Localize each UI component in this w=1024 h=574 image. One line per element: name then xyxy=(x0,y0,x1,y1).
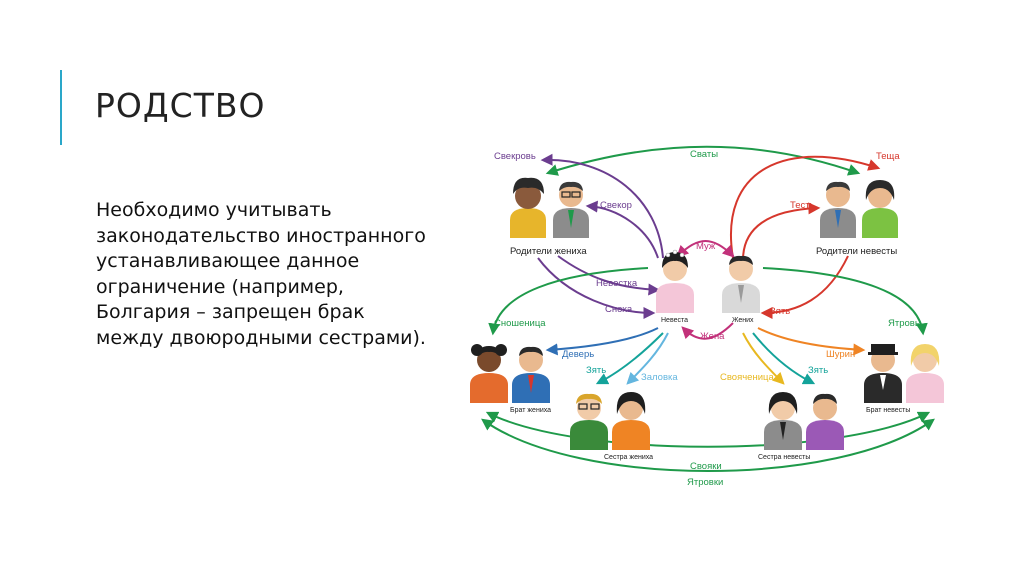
arrow-zyat-left xyxy=(595,332,664,385)
label-svoyaki: Свояки xyxy=(690,461,722,472)
arrow-zhena xyxy=(681,322,734,340)
label-zhena: Жена xyxy=(700,331,725,342)
arrow-nevestka xyxy=(557,255,661,296)
bride-group: Невеста xyxy=(656,249,694,324)
person-icon xyxy=(862,180,898,238)
body-line: Болгария – запрещен брак xyxy=(96,301,365,323)
label-zyat-right: Зять xyxy=(808,365,828,376)
label-svekor: Свекор xyxy=(600,200,632,211)
label-snoshenitsa: Сношеница xyxy=(494,318,546,329)
groom-sister-group: Сестра жениха xyxy=(570,392,653,461)
arrow-yatrovki xyxy=(481,418,935,472)
person-icon xyxy=(820,181,856,238)
slide-body-text: Необходимо учитывать законодательство ин… xyxy=(96,198,446,351)
arrow-svekor xyxy=(585,200,659,259)
person-icon xyxy=(570,393,608,450)
label-zyat-left: Зять xyxy=(586,365,606,376)
label-muzh: Муж xyxy=(696,241,716,252)
arrow-snokha xyxy=(537,257,656,319)
body-line: законодательство иностранного xyxy=(96,224,426,247)
caption-bride: Невеста xyxy=(661,317,688,324)
caption-groom-brother: Брат жениха xyxy=(510,407,551,414)
arrow-zolovka xyxy=(626,332,669,385)
person-icon xyxy=(510,177,546,238)
label-test: Тесть xyxy=(790,200,815,211)
slide-title: РОДСТВО xyxy=(95,86,266,125)
label-svaty: Сваты xyxy=(690,149,718,160)
label-teshcha: Теща xyxy=(876,151,900,162)
arrow-svaty xyxy=(545,145,861,176)
label-snokha: Сноха xyxy=(605,304,633,315)
arrow-zyat-top xyxy=(760,255,849,319)
arrow-teshcha xyxy=(730,155,881,259)
person-icon xyxy=(806,393,844,450)
caption-bride-brother: Брат невесты xyxy=(866,407,910,414)
label-dever: Деверь xyxy=(562,349,594,360)
caption-groom-parents: Родители жениха xyxy=(510,246,587,257)
person-icon xyxy=(470,344,508,403)
kinship-diagram: Свекровь Сваты Теща Свекор Тесть Муж Нев… xyxy=(470,145,944,488)
arrow-zyat-right xyxy=(752,332,816,385)
body-line: между двоюродными сестрами). xyxy=(96,326,426,349)
arrow-dever xyxy=(545,327,659,356)
arrow-snoshenitsa xyxy=(488,267,649,336)
caption-groom-sister: Сестра жениха xyxy=(604,454,653,461)
person-icon xyxy=(553,181,589,238)
title-accent-bar xyxy=(60,70,62,145)
bride-brother-group: Брат невесты xyxy=(864,344,944,414)
caption-bride-sister: Сестра невесты xyxy=(758,454,810,461)
person-icon xyxy=(864,344,902,403)
body-line: ограничение (например, xyxy=(96,275,344,298)
groom-icon xyxy=(722,255,760,313)
person-icon xyxy=(764,392,802,450)
bride-icon xyxy=(656,249,694,313)
arrow-shurin xyxy=(757,327,866,356)
caption-bride-parents: Родители невесты xyxy=(816,246,897,257)
label-yatrov: Ятровь xyxy=(888,318,920,329)
arrow-svekrov xyxy=(540,153,664,259)
arrow-svoyachenitsa xyxy=(742,332,785,385)
label-zolovka: Заловка xyxy=(641,372,678,383)
label-zyat-top: Зять xyxy=(770,306,790,317)
bride-parents-group: Родители невесты xyxy=(816,180,898,257)
label-shurin: Шурин xyxy=(826,349,855,360)
body-line: Необходимо учитывать xyxy=(96,199,332,221)
arrow-test xyxy=(742,202,821,261)
arrow-muzh xyxy=(676,240,735,258)
body-line: устанавливающее данное xyxy=(96,250,360,272)
bride-sister-group: Сестра невесты xyxy=(758,392,844,461)
label-yatrovki: Ятровки xyxy=(687,477,723,488)
arrow-svoyaki xyxy=(485,411,931,448)
groom-group: Жених xyxy=(722,255,760,324)
person-icon xyxy=(512,346,550,403)
person-icon xyxy=(612,392,650,450)
caption-groom: Жених xyxy=(732,317,754,324)
arrow-yatrov xyxy=(762,267,928,336)
groom-brother-group: Брат жениха xyxy=(470,344,551,414)
groom-parents-group: Родители жениха xyxy=(510,177,589,257)
person-icon xyxy=(906,344,944,403)
label-svekrov: Свекровь xyxy=(494,151,536,162)
label-svoyachenitsa: Свояченица xyxy=(720,372,774,383)
label-nevestka: Невестка xyxy=(596,278,638,289)
